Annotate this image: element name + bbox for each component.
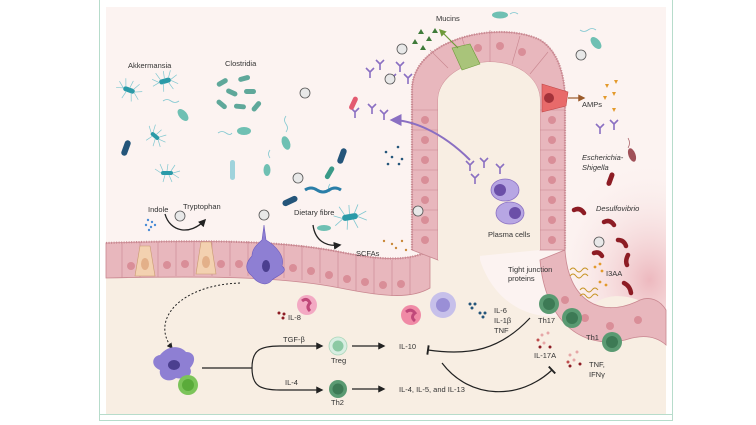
label-tight-junction: Tight junction — [508, 265, 552, 274]
th2-inhibition — [441, 362, 556, 393]
dendritic-cell-lymph — [153, 347, 195, 381]
label-il4-il5-il13: IL-4, IL-5, and IL-13 — [399, 385, 465, 394]
label-escherichia: Escherichia- — [582, 153, 624, 162]
bacterium-opsonized — [349, 96, 358, 110]
lamina-propria — [106, 72, 666, 414]
label-dietary-fibre: Dietary fibre — [294, 208, 334, 217]
treg-cell — [328, 336, 348, 356]
label-treg: Treg — [331, 356, 346, 365]
escherichia-shigella-bacteria — [606, 137, 637, 186]
navy-bacteria — [121, 140, 347, 207]
goblet-cell — [134, 245, 156, 277]
label-il8: IL-8 — [288, 313, 301, 322]
proinflammatory-dots — [468, 302, 487, 319]
indole-dots — [144, 218, 157, 232]
scfa-dots — [382, 239, 408, 252]
th1-cell — [602, 332, 622, 352]
label-il4: IL-4 — [285, 378, 298, 387]
th2-cell — [329, 380, 347, 398]
i3aa-dots — [593, 262, 608, 287]
mucin-goblet-cell — [412, 28, 481, 71]
fibre-scfa-arrow — [312, 224, 342, 250]
antibody-secretion-arrow — [389, 114, 471, 161]
tnf-ifn-dots — [566, 350, 582, 368]
label-clostridia: Clostridia — [225, 59, 257, 68]
il4-branch — [251, 367, 324, 394]
label-plasma-cells: Plasma cells — [488, 230, 530, 239]
antibodies — [350, 59, 619, 184]
label-il6: IL-6 — [494, 306, 507, 315]
vesicles — [174, 43, 605, 248]
label-tgfb: TGF-β — [283, 335, 305, 344]
il10-inhibition — [426, 317, 531, 355]
dendritic-cell-epithelial — [246, 224, 285, 285]
clostridia-bacteria — [216, 75, 262, 112]
neutrophil — [297, 295, 317, 315]
label-i3aa: I3AA — [606, 269, 622, 278]
frame-bottom-border — [99, 414, 673, 415]
mint-bacteria — [162, 11, 602, 231]
macrophage — [430, 292, 456, 318]
plasma-cell — [495, 201, 525, 225]
label-th2: Th2 — [331, 398, 344, 407]
villus — [410, 30, 567, 261]
label-il1b: IL-1β — [494, 316, 512, 325]
label-akkermansia: Akkermansia — [128, 61, 172, 70]
label-shigella: Shigella — [582, 163, 609, 172]
label-il10: IL-10 — [399, 342, 416, 351]
desulfovibrio-bacteria — [571, 206, 634, 296]
paneth-cell — [541, 80, 618, 113]
label-th1: Th1 — [586, 333, 599, 342]
indole-tryptophan-arrow — [164, 213, 207, 231]
neutrophil-2 — [401, 305, 421, 325]
th17-cell — [539, 294, 559, 314]
label-tnf-ifn: TNF, — [589, 360, 605, 369]
label-indole: Indole — [148, 205, 168, 214]
il17a-dots — [536, 331, 552, 349]
label-desulfovibrio: Desulfovibrio — [596, 204, 639, 213]
lumen-navy-dots — [384, 145, 404, 166]
tgfb-branch — [251, 342, 324, 369]
label-amps: AMPs — [582, 100, 602, 109]
label-th17: Th17 — [538, 316, 555, 325]
naive-t-cell — [178, 375, 198, 395]
plasma-cell — [490, 178, 520, 202]
label-ifng: IFNγ — [589, 370, 605, 379]
akkermansia-bacteria — [116, 70, 367, 230]
goblet-cell — [195, 241, 217, 275]
th17-cell-2 — [562, 308, 582, 328]
label-proteins: proteins — [508, 274, 535, 283]
label-tryptophan: Tryptophan — [183, 202, 221, 211]
label-mucins: Mucins — [436, 14, 460, 23]
il8-dots — [277, 311, 286, 320]
label-il17a: IL-17A — [534, 351, 556, 360]
label-tnf: TNF — [494, 326, 509, 335]
label-scfas: SCFAs — [356, 249, 380, 258]
